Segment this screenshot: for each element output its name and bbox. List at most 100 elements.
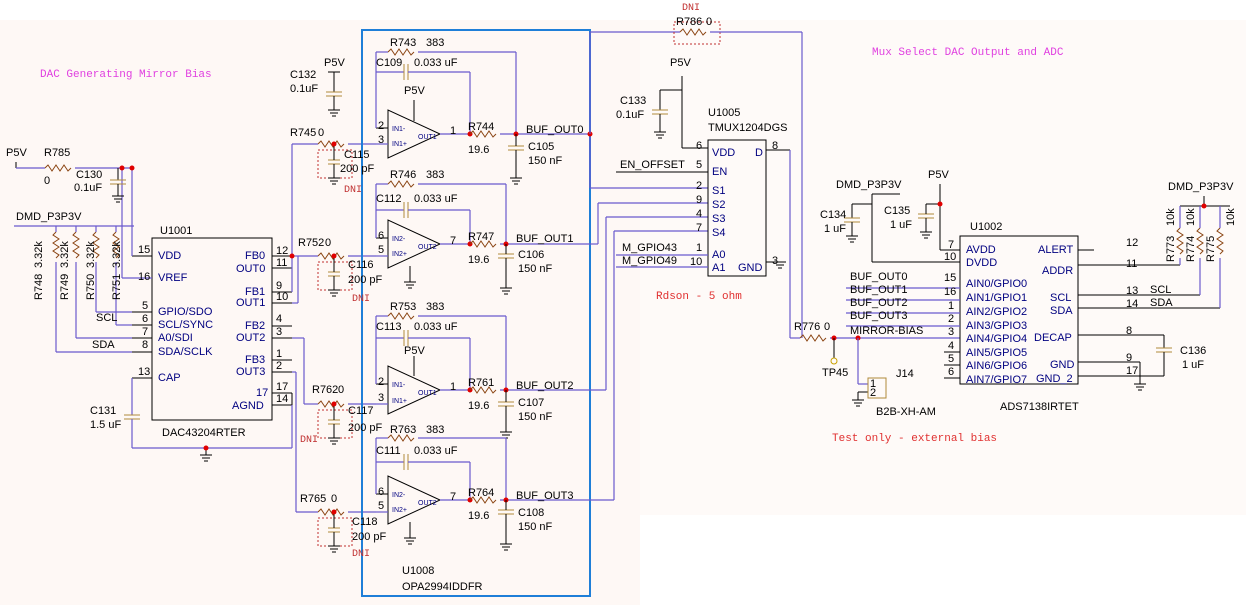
dac-part: DAC43204RTER <box>162 427 246 439</box>
buf-out3-net: BUF_OUT3 <box>516 490 574 502</box>
opamp-pin-number: 3 <box>378 392 385 404</box>
r752-value: 0 <box>325 237 332 249</box>
gpio43-net: M_GPIO43 <box>622 242 678 254</box>
c135-value: 1 uF <box>890 219 913 231</box>
opamp-pin-label: IN2- <box>392 236 406 243</box>
dac-pin-label: FB2 <box>245 320 266 332</box>
c130-ref: C130 <box>76 169 103 181</box>
c130-value: 0.1uF <box>74 182 103 194</box>
dac-ref: U1001 <box>160 225 193 237</box>
mux-part: TMUX1204DGS <box>708 122 788 134</box>
opamp-pin-label: IN2- <box>392 492 406 499</box>
c133-ref: C133 <box>620 95 647 107</box>
adc-part: ADS7138IRTET <box>1000 401 1079 413</box>
r747-ref: R747 <box>468 231 495 243</box>
opamp-ref: U1008 <box>402 565 435 577</box>
p5v-label: P5V <box>670 57 691 69</box>
adc-pin-label: GND_2 <box>1036 373 1073 385</box>
r748-value: 3.32k <box>33 241 45 268</box>
dac-pin-number: 3 <box>276 326 283 338</box>
opamp-pin-number: 1 <box>450 381 457 393</box>
c136-ref: C136 <box>1180 345 1207 357</box>
adc-pin-label: DVDD <box>966 257 998 269</box>
p5v-label: P5V <box>404 345 425 357</box>
r751-value: 3.32k <box>111 241 123 268</box>
adc-pin-label: ADDR <box>1042 265 1074 277</box>
dac-pin-number: 9 <box>276 280 283 292</box>
c112-value: 0.033 uF <box>414 193 458 205</box>
scl-net: SCL <box>96 312 118 324</box>
scl-net: SCL <box>1150 284 1172 296</box>
dac-pin-label: OUT0 <box>236 263 266 275</box>
adc-pin-label: SDA <box>1050 305 1073 317</box>
adc-pin-label: GND <box>1050 359 1075 371</box>
dac-pin-label: SDA/SCLK <box>158 346 213 358</box>
adc-pin-number: 14 <box>1126 298 1139 310</box>
opamp-pin-number: 3 <box>378 134 385 146</box>
adc-pin-label: AIN5/GPIO5 <box>966 347 1028 359</box>
opamp-pin-label: OUT1 <box>418 134 437 141</box>
adc-pin-number: 10 <box>944 251 957 263</box>
mirror-bias-net: MIRROR-BIAS <box>850 325 924 337</box>
dac-pin-number: 14 <box>276 393 289 405</box>
opamp-part: OPA2994IDDFR <box>402 581 483 593</box>
c109-ref: C109 <box>376 57 403 69</box>
c135-ref: C135 <box>884 205 911 217</box>
c132-value: 0.1uF <box>290 83 319 95</box>
c131-value: 1.5 uF <box>90 419 122 431</box>
opamp-frame <box>361 29 591 597</box>
c116-ref: C116 <box>348 259 374 271</box>
mux-pin-label: A1 <box>712 262 726 274</box>
dac-right-pins <box>272 255 292 406</box>
adc-pin-label: AIN2/GPIO2 <box>966 306 1028 318</box>
c115-ref: C115 <box>344 149 370 161</box>
dni-mark: DNI <box>682 3 701 14</box>
dac-pin-label: 17 <box>256 387 269 399</box>
r775-value: 10k <box>1225 208 1237 226</box>
c136-value: 1 uF <box>1182 359 1205 371</box>
dac-pin-label: OUT3 <box>236 366 266 378</box>
opamp-stage-2 <box>375 312 580 439</box>
adc-pin-label: AIN1/GPIO1 <box>966 292 1028 304</box>
r786-ref: R786 <box>676 16 703 28</box>
dac-pin-number: 17 <box>276 381 289 393</box>
dni-mark: DNI <box>352 294 371 305</box>
mux-pin-label: S2 <box>712 199 726 211</box>
adc-pin-label: AVDD <box>966 244 996 256</box>
dmd-supply-label: DMD_P3P3V <box>836 179 902 191</box>
r764-ref: R764 <box>468 487 495 499</box>
opamp-pin-label: IN1- <box>392 382 406 389</box>
mux-pin-number: 8 <box>772 140 779 152</box>
r749-ref: R749 <box>59 273 71 300</box>
buf-out0-net: BUF_OUT0 <box>850 271 908 283</box>
mux-pin-number: 2 <box>696 180 703 192</box>
opamp-pin-number: 2 <box>378 120 385 132</box>
mux-pin-number: 7 <box>696 222 703 234</box>
dac-pin-number: 16 <box>138 271 151 283</box>
dac-body <box>151 237 273 421</box>
adc-pin-label: AIN4/GPIO4 <box>966 333 1028 345</box>
dac-pin-label: FB1 <box>245 286 266 298</box>
mux-title-note: Mux Select DAC Output and ADC <box>872 47 1064 59</box>
r765-value: 0 <box>331 493 338 505</box>
j14-pin-number: 1 <box>870 378 877 390</box>
opamp-pin-number: 6 <box>378 486 385 498</box>
j14-pin-number: 2 <box>870 387 877 399</box>
opamp-pin-label: OUT1 <box>418 390 437 397</box>
opamp-pin-label: IN1+ <box>392 141 407 148</box>
dac-pin-number: 5 <box>142 300 149 312</box>
test-only-note: Test only - external bias <box>832 433 998 445</box>
c112-ref: C112 <box>376 193 402 205</box>
opamp-pin-number: 7 <box>450 491 457 503</box>
mux-pin-number: 10 <box>690 256 703 268</box>
opamp-stage-3 <box>375 434 580 551</box>
c109-value: 0.033 uF <box>414 57 458 69</box>
mux-pin-label: D <box>755 147 763 159</box>
r752-ref: R752 <box>298 237 325 249</box>
c117-value: 200 pF <box>348 422 383 434</box>
dac-pin-number: 4 <box>276 313 283 325</box>
mux-pin-label: VDD <box>712 147 736 159</box>
adc-pin-number: 17 <box>1126 365 1139 377</box>
mux-pin-number: 9 <box>696 194 703 206</box>
